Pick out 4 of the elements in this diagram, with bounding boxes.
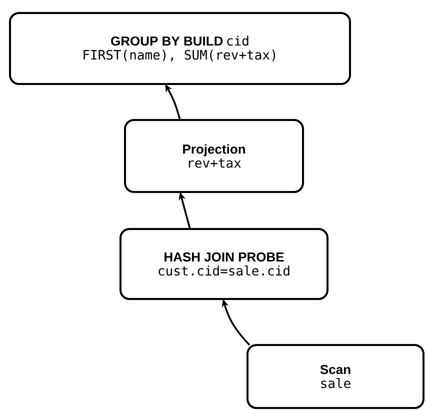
operator-box: GROUP BY BUILD cid FIRST(name), SUM(rev+tax) [9, 12, 351, 85]
operator-box: Projection rev+tax [124, 119, 304, 193]
operator-box: Scan sale [246, 344, 424, 409]
operator-box: HASH JOIN PROBE cust.cid=sale.cid [120, 228, 328, 300]
